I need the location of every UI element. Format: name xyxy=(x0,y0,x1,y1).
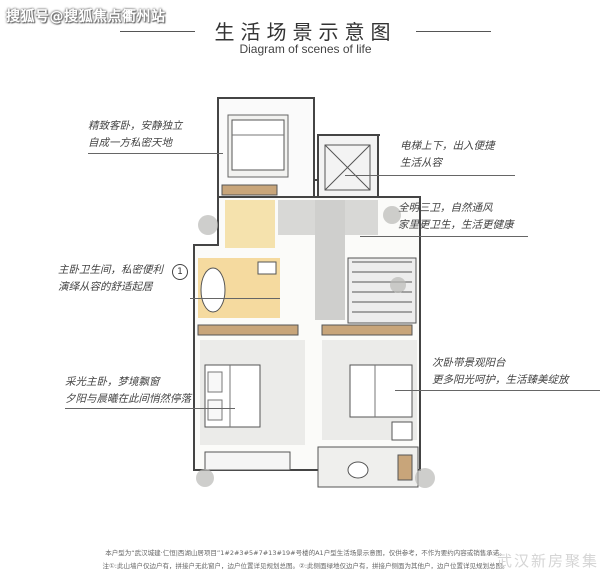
callout-line xyxy=(395,390,600,391)
elevator-shaft xyxy=(324,144,371,191)
callout-line xyxy=(345,175,515,176)
wardrobe-master xyxy=(197,324,299,336)
callout-line xyxy=(65,408,235,409)
page-subtitle: Diagram of scenes of life xyxy=(239,42,372,56)
bathtub xyxy=(200,267,226,313)
bathroom-top xyxy=(225,200,275,248)
note-master-bathroom: 主卧卫生间，私密便利演绎从容的舒适起居 xyxy=(58,264,163,293)
footer-note: 注①:此山墙户仅边户有，拼接户无此窗户，边户位置详见规划总图。②:此侧面绿地仅边… xyxy=(102,562,509,570)
footer-disclaimer: 本户型为“武汉城建·仁恒|西湖山居项目”1#2#3#5#7#13#19#号楼的A… xyxy=(105,549,506,557)
bay-window xyxy=(204,451,291,471)
page-title: 生活场景示意图 xyxy=(214,20,397,44)
title-rule-left xyxy=(120,31,195,32)
callout-line xyxy=(88,153,223,154)
note-second-bedroom: 次卧带景观阳台更多阳光呵护，生活臻美绽放 xyxy=(432,357,569,386)
title-rule-right xyxy=(416,31,491,32)
marker-1: 1 xyxy=(172,264,188,280)
watermark-bottom: 武汉新房聚集 xyxy=(496,552,599,570)
note-guest-bedroom: 精致客卧，安静独立自成一方私密天地 xyxy=(88,120,183,149)
callout-line xyxy=(190,298,280,299)
watermark-source: 搜狐号@搜狐焦点衢州站 xyxy=(6,9,166,25)
note-elevator: 电梯上下，出入便捷生活从容 xyxy=(400,140,495,169)
staircase xyxy=(347,257,417,324)
corridor-hall xyxy=(315,200,345,320)
callout-line xyxy=(360,236,528,237)
sink xyxy=(257,261,277,275)
plants xyxy=(196,206,435,488)
guest-bedroom xyxy=(221,114,289,196)
balcony xyxy=(317,446,419,488)
wardrobe-second xyxy=(321,324,413,336)
note-master-bedroom: 采光主卧，梦境飘窗夕阳与晨曦在此间悄然停落 xyxy=(65,376,191,405)
master-bedroom xyxy=(200,340,305,445)
note-bathrooms: 全明三卫，自然通风家里更卫生，生活更健康 xyxy=(398,202,514,231)
